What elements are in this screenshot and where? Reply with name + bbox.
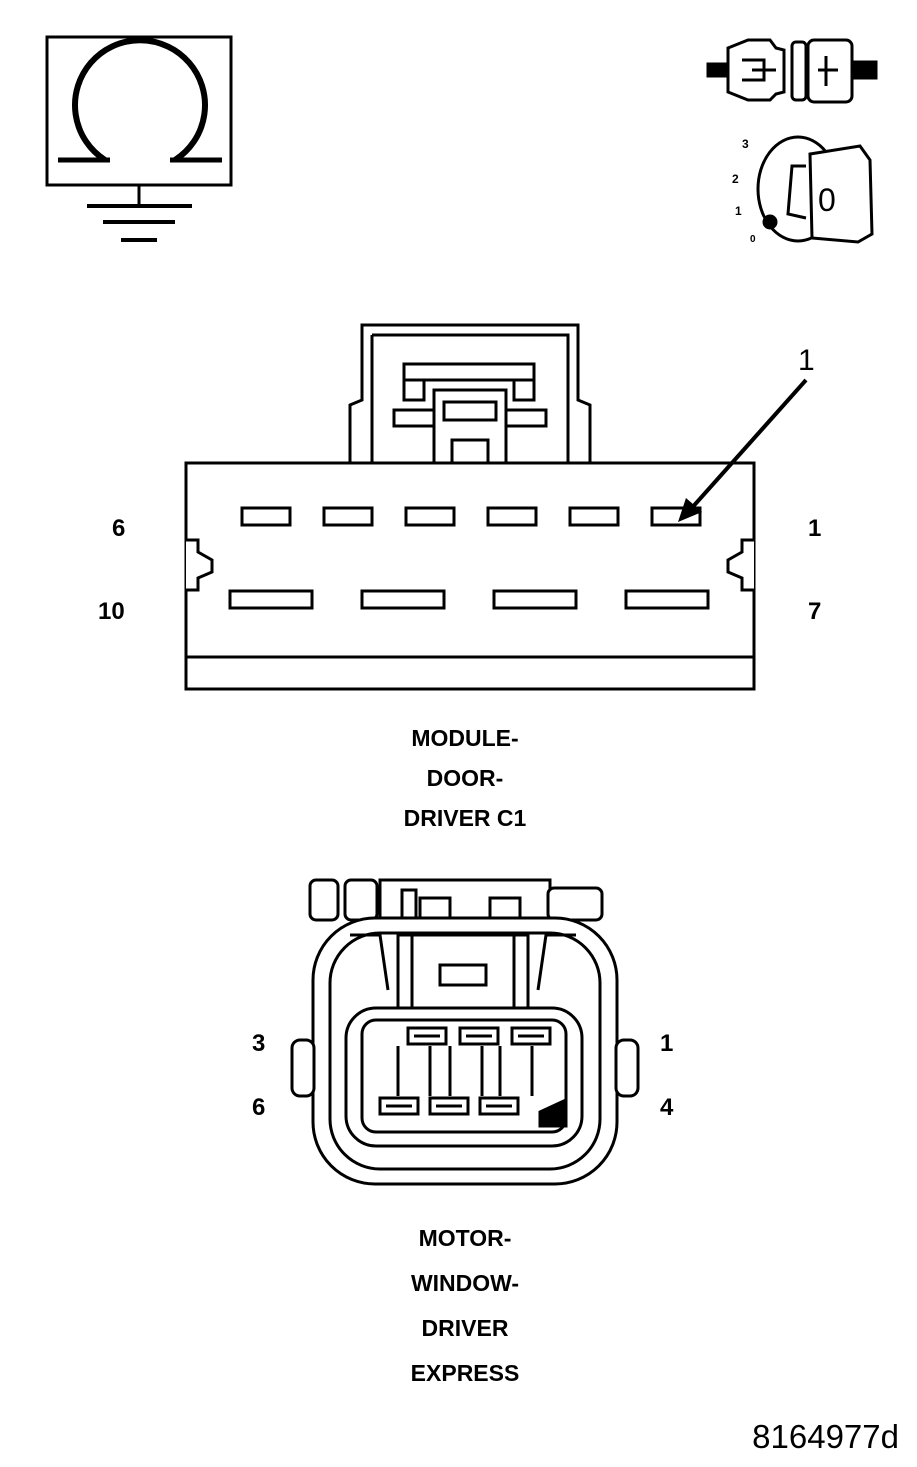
connector-c1-top-row-cavities: [240, 506, 702, 527]
motor-pin-label-bottom-left: 6: [252, 1094, 266, 1121]
ignition-key-label: 0: [818, 182, 836, 218]
c1-cavity-6: [240, 506, 292, 527]
ignition-key-off-icon: [756, 135, 874, 244]
figure-id: 8164977d: [752, 1418, 899, 1455]
connector-c1-caption-line: DRIVER C1: [403, 805, 527, 831]
connector-motor-caption-line: MOTOR-: [418, 1225, 512, 1251]
ignition-position-3: 3: [742, 137, 749, 151]
callout-number: 1: [798, 344, 815, 377]
connector-c1-caption: MODULE- DOOR- DRIVER C1: [300, 718, 630, 838]
c1-cavity-7: [624, 589, 710, 610]
c1-pin-label-bottom-right: 7: [808, 598, 822, 625]
connector-motor-bottom-row-cavities: [378, 1096, 520, 1116]
connector-c1-caption-line: MODULE-: [411, 725, 519, 751]
c1-cavity-8: [492, 589, 578, 610]
connector-c1-body: [184, 323, 756, 691]
c1-cavity-9: [360, 589, 446, 610]
c1-pin-label-top-left: 6: [112, 515, 126, 542]
callout-arrow: [678, 378, 808, 522]
connector-motor-caption-line: EXPRESS: [410, 1360, 520, 1386]
connector-c1-caption-line: DOOR-: [426, 765, 504, 791]
motor-pin-label-top-right: 1: [660, 1030, 674, 1057]
ignition-position-2: 2: [732, 172, 739, 186]
c1-cavity-4: [404, 506, 456, 527]
disconnect-connector-icon: [706, 38, 878, 104]
connector-c1-bottom-row-cavities: [228, 589, 710, 610]
c1-cavity-3: [486, 506, 538, 527]
c1-cavity-5: [322, 506, 374, 527]
c1-pin-label-top-right: 1: [808, 515, 822, 542]
c1-cavity-2: [568, 506, 620, 527]
connector-motor-top-row-cavities: [406, 1026, 552, 1046]
ignition-position-1: 1: [735, 204, 742, 218]
ohmmeter-ground-icon: [45, 35, 233, 242]
connector-motor-caption-line: WINDOW-: [410, 1270, 520, 1296]
motor-pin-label-top-left: 3: [252, 1030, 266, 1057]
connector-motor-caption-line: DRIVER: [421, 1315, 509, 1341]
c1-cavity-10: [228, 589, 314, 610]
motor-pin-label-bottom-right: 4: [660, 1094, 674, 1121]
ignition-position-0: 0: [750, 234, 756, 245]
c1-pin-label-bottom-left: 10: [98, 598, 125, 625]
connector-motor-caption: MOTOR- WINDOW- DRIVER EXPRESS: [300, 1216, 630, 1396]
